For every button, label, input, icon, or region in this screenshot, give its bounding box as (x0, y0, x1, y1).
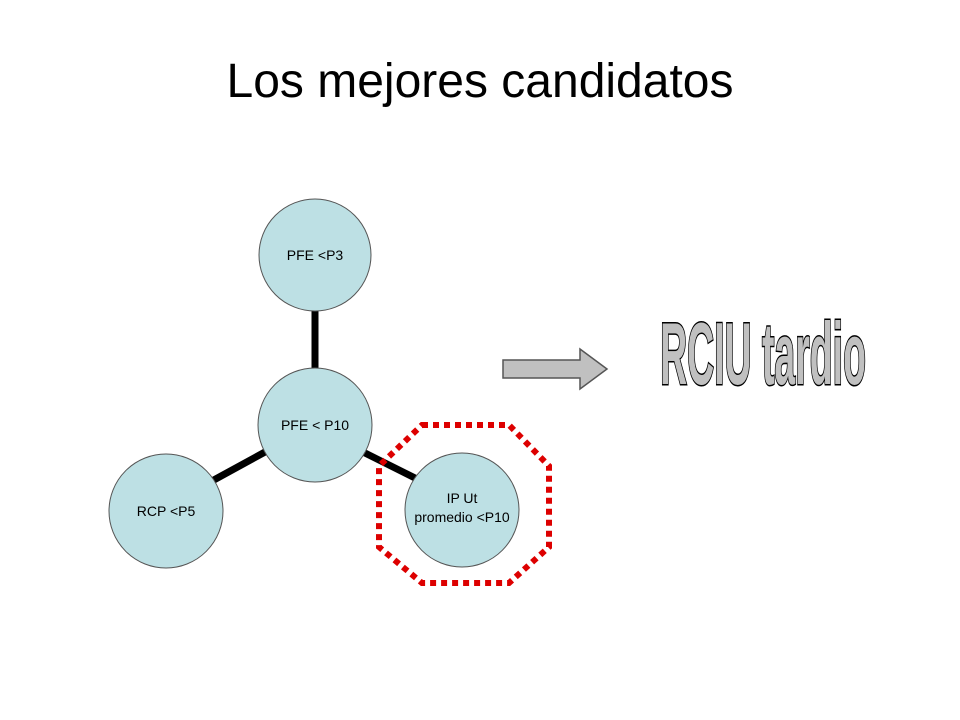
banner-wordart: RCIU tardio (659, 305, 867, 405)
node-top-label: PFE <P3 (287, 247, 344, 263)
node-left (108, 453, 224, 569)
node-right (404, 452, 520, 568)
slide-title: Los mejores candidatos (226, 55, 734, 108)
node-left-label: RCP <P5 (137, 503, 196, 519)
node-center-label: PFE < P10 (281, 417, 349, 433)
node-center (257, 367, 373, 483)
highlight-octagon (376, 422, 552, 586)
banner-text: RCIU tardio (660, 306, 866, 404)
connector-left (210, 448, 267, 485)
node-top (258, 198, 372, 312)
connector-right (361, 448, 417, 482)
node-right-label-line2: promedio <P10 (414, 509, 510, 525)
node-right-label-line1: IP Ut (447, 490, 478, 506)
right-arrow-icon (502, 347, 609, 391)
